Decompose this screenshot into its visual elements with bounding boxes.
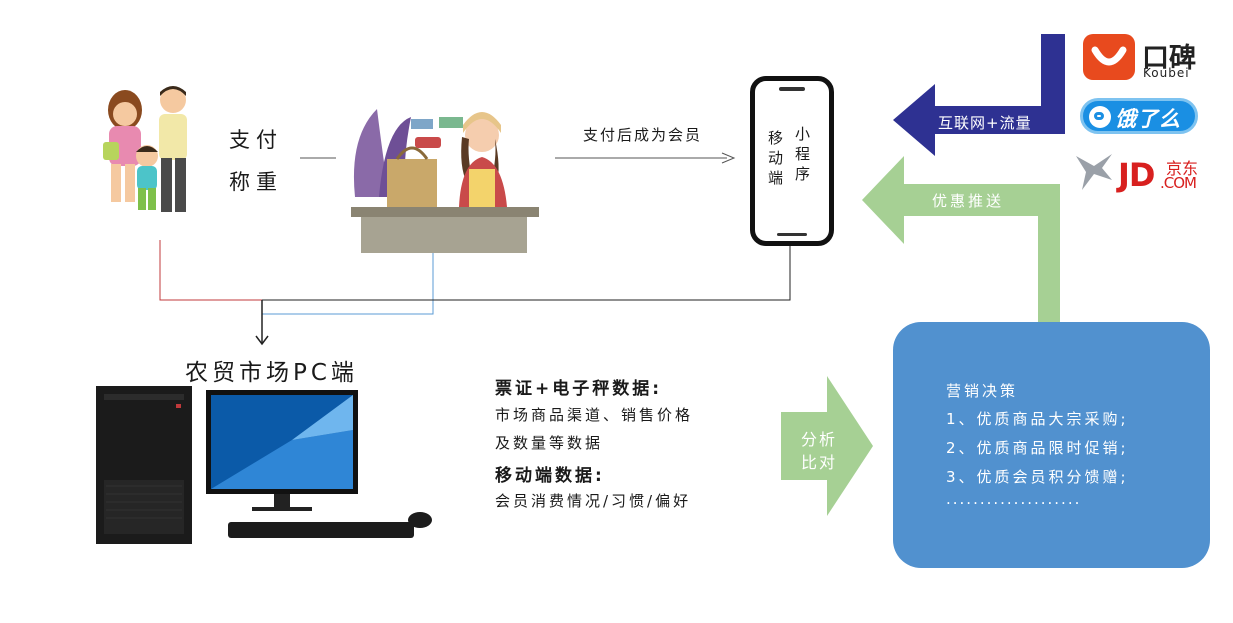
arrowhead-to-phone [721,152,736,164]
analysis-label-2: 比对 [801,453,838,472]
decision-title: 营销决策 [946,382,1019,400]
phone-text-mobile: 移动端 [768,129,784,187]
jd-cn-text: 京东 [1166,159,1199,178]
decision-item-1: 1、优质商品大宗采购; [946,410,1129,428]
data-heading-scale: 票证+电子秤数据: [495,379,663,399]
promo-arrow-label: 优惠推送 [932,192,1005,210]
data-line-quantity: 及数量等数据 [495,434,604,452]
desktop-computer-illustration [96,386,432,544]
label-pay: 支付 [229,128,283,152]
phone-speaker [779,87,805,91]
data-heading-mobile: 移动端数据: [495,466,605,486]
jd-logo-text: JD [1118,156,1155,194]
decision-item-3: 3、优质会员积分馈赠; [946,468,1129,486]
family-illustration [103,86,187,212]
decision-ellipsis: .................... [946,490,1082,508]
black-line-phone-to-pc [262,240,791,301]
jd-com-text: .COM [1160,174,1197,192]
jd-dog-icon [1076,154,1112,190]
red-line-customer-to-pc [159,240,262,301]
phone-text-miniprogram: 小程序 [795,125,811,183]
koubei-icon [1083,34,1135,80]
data-line-channels: 市场商品渠道、销售价格 [495,406,694,424]
after-pay-label: 支付后成为会员 [583,126,703,144]
analysis-arrow [781,376,873,516]
eleme-logo: 饿了么 [1080,98,1198,134]
down-arrowhead [255,335,269,346]
marketing-decision-box [893,322,1210,568]
pc-title: 农贸市场PC端 [185,360,358,386]
promo-push-arrow [862,156,1060,326]
koubei-name-en: Koubei [1143,66,1190,80]
decision-item-2: 2、优质商品限时促销; [946,439,1129,457]
eleme-icon [1089,106,1111,128]
phone-frame [750,76,834,246]
koubei-name: 口碑 [1142,43,1196,74]
analysis-label-1: 分析 [801,430,838,449]
eleme-name: 饿了么 [1115,107,1181,131]
internet-traffic-arrow [893,34,1065,156]
label-weigh: 称重 [229,170,283,194]
phone-home-bar [777,233,807,236]
data-line-members: 会员消费情况/习惯/偏好 [495,492,692,510]
market-stall-illustration [351,109,539,253]
internet-arrow-label: 互联网+流量 [938,114,1032,132]
